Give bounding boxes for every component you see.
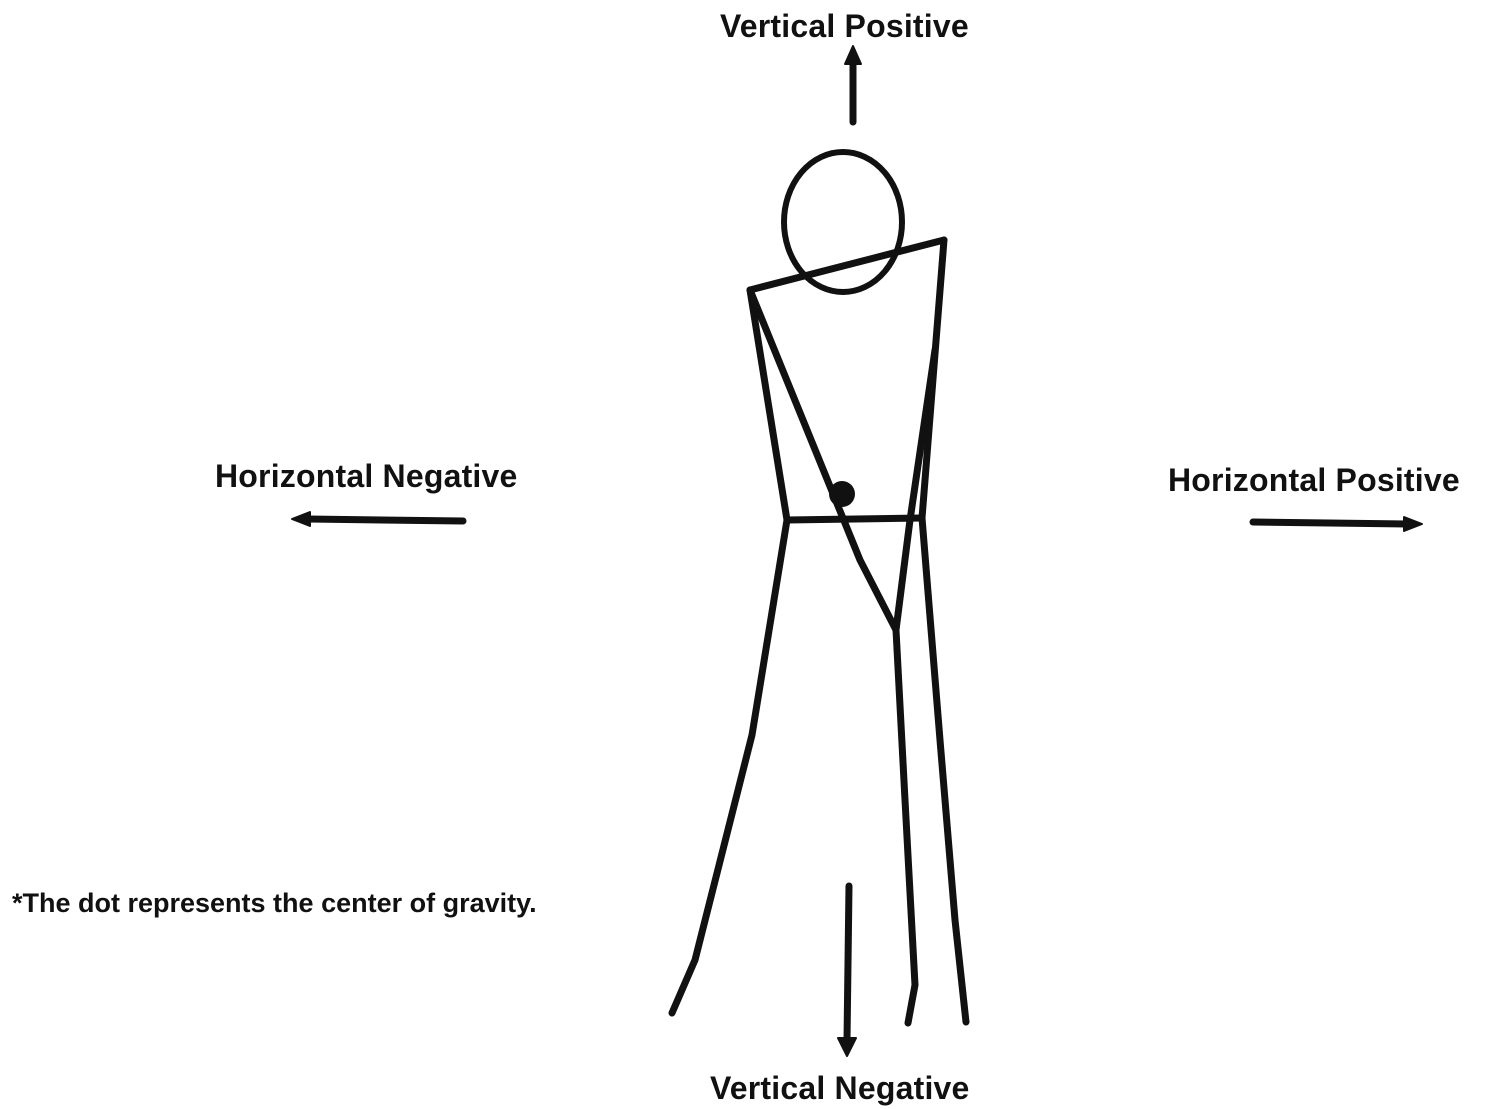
horizontal-positive-label: Horizontal Positive xyxy=(1168,464,1460,496)
figure-left-leg xyxy=(672,520,787,1013)
figure-shoulders xyxy=(750,240,944,290)
vertical-positive-label: Vertical Positive xyxy=(720,10,969,42)
vertical-positive-arrow xyxy=(845,46,861,122)
figure-hips xyxy=(787,518,922,520)
figure-torso-left xyxy=(750,290,787,520)
center-of-gravity-note: *The dot represents the center of gravit… xyxy=(12,890,537,917)
vertical-negative-label: Vertical Negative xyxy=(710,1072,970,1104)
figure-left-arm xyxy=(750,290,896,630)
vertical-negative-arrow xyxy=(838,886,856,1056)
horizontal-negative-arrow xyxy=(292,512,463,526)
center-of-gravity-dot xyxy=(829,481,855,507)
horizontal-negative-label: Horizontal Negative xyxy=(215,460,518,492)
figure-right-leg xyxy=(922,518,966,1022)
figure-middle-leg xyxy=(896,630,915,1023)
figure-head xyxy=(784,152,902,292)
horizontal-positive-arrow xyxy=(1253,517,1422,531)
